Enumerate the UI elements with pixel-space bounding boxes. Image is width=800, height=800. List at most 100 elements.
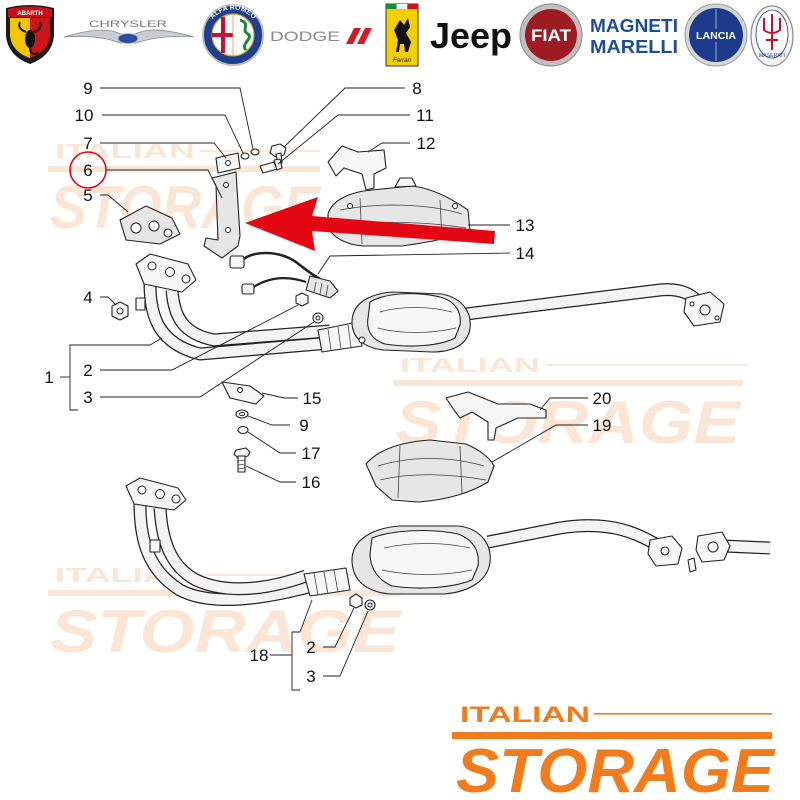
lower-tail-section-flange-bore	[707, 541, 719, 553]
callout-9-lower: 9	[299, 416, 308, 435]
leader-9-lower	[247, 415, 290, 426]
maserati-wordmark: MASERATI	[759, 53, 785, 59]
ferrari-stripe-green	[386, 4, 397, 9]
upper-downpipe-b-fill	[166, 289, 331, 346]
ferrari-stripe-red	[407, 4, 418, 9]
fiat-logo: FIAT	[519, 3, 583, 67]
watermark-middle: ITALIAN STORAGE	[393, 355, 746, 456]
gasket-5-port	[163, 228, 173, 238]
bracket-6	[203, 171, 241, 259]
chrysler-blue-seal	[117, 33, 139, 44]
callout-16: 16	[302, 473, 321, 492]
callout-7: 7	[83, 134, 92, 153]
bolt-11-head	[273, 158, 283, 171]
nut-2-upper	[295, 292, 309, 307]
leader-7	[100, 142, 227, 159]
callout-2-upper: 2	[83, 361, 92, 380]
callout-20: 20	[593, 389, 612, 408]
upper-manifold-flange-port	[147, 261, 157, 271]
leader-14	[317, 252, 511, 275]
upper-exhaust-assembly	[135, 253, 725, 361]
abarth-scorpion-body	[25, 30, 35, 48]
chrysler-wordmark: CHRYSLER	[89, 19, 168, 29]
callout-5: 5	[83, 186, 92, 205]
gasket-5-port	[130, 222, 142, 234]
washer-10	[240, 152, 250, 160]
washer-9-upper	[250, 148, 260, 156]
leader-2-lower	[323, 607, 355, 648]
lancia-logo: LANCIA	[684, 3, 748, 67]
lower-exhaust-assembly	[125, 477, 771, 611]
upper-rear-flange-bore	[699, 304, 711, 316]
watermark-top-left: ITALIAN STORAGE	[48, 141, 322, 241]
jeep-wordmark: Jeep	[430, 15, 512, 56]
maserati-trident-icon	[763, 14, 781, 50]
lambda-sensor-connector-2	[241, 283, 255, 295]
lower-tail-section-fill	[723, 540, 771, 554]
watermark-storage: STORAGE	[50, 598, 402, 665]
upper-downpipe-lug	[135, 297, 146, 311]
callout-1: 1	[44, 368, 53, 387]
abarth-scorpion-claws	[18, 21, 42, 56]
lower-flex-joint-ribs	[313, 569, 339, 596]
callout-4: 4	[83, 288, 92, 307]
upper-flex-joint-ribs	[327, 324, 352, 351]
magneti-marelli-logo: MAGNETI MARELLI	[590, 16, 678, 57]
lower-manifold-flange-port	[137, 485, 147, 495]
upper-downpipe-a-fill	[144, 283, 331, 360]
lambda-sensor-thread	[313, 281, 329, 297]
heat-shield-19-body	[365, 439, 495, 503]
bracket-12	[327, 145, 387, 191]
abarth-top-band	[8, 6, 52, 17]
lower-catalytic-converter-ridges	[381, 543, 473, 575]
lower-manifold-flange-port	[155, 489, 165, 499]
leader-18-bracket	[291, 599, 313, 691]
leader-8	[283, 87, 405, 148]
watermark-rule	[200, 150, 320, 152]
callout-11: 11	[416, 106, 434, 125]
alfa-romeo-cross-horizontal	[212, 33, 233, 37]
callout-17: 17	[302, 444, 321, 463]
nut-2-lower	[349, 593, 363, 609]
lancia-wordmark: LANCIA	[696, 31, 736, 42]
abarth-shield-yellow	[10, 18, 30, 58]
upper-catalytic-converter-probe-boss	[358, 336, 366, 344]
highlight-circle-callout-6	[69, 151, 107, 189]
leader-6	[106, 169, 223, 199]
watermark-bar	[48, 166, 320, 172]
fiat-wordmark: FIAT	[531, 26, 572, 45]
callout-9-upper: 9	[83, 79, 92, 98]
leader-3-upper	[100, 321, 315, 398]
lambda-sensor-cable	[239, 251, 323, 282]
leader-16	[245, 465, 296, 483]
leader-10	[102, 114, 244, 154]
leader-2-upper	[100, 304, 299, 371]
heat-shield-19	[365, 439, 495, 503]
washer-17	[237, 425, 249, 435]
lower-downpipe-lug	[149, 539, 161, 553]
lambda-sensor-body	[305, 275, 339, 299]
plate-7-hole	[225, 160, 231, 166]
leader-17	[247, 431, 296, 454]
callout-6: 6	[83, 161, 92, 180]
callout-numbers: 9 8 10 11 7 12 6 5 13 14 4 1 2 3 15 9 17…	[44, 79, 611, 686]
upper-catalytic-converter-ridges	[377, 307, 457, 333]
upper-catalytic-converter-shield	[367, 293, 461, 347]
bolt-16-thread	[237, 459, 246, 470]
heat-shield-13-mount-hole	[452, 203, 458, 209]
brand-logo-storage: STORAGE	[456, 737, 776, 800]
upper-rear-flange-bolt-hole	[689, 301, 695, 307]
leader-5	[100, 194, 129, 213]
heat-shield-13-ribs	[335, 197, 467, 245]
leader-20	[539, 397, 588, 411]
lower-downpipe-b-fill	[154, 507, 308, 594]
lower-rear-flange-bore	[660, 546, 670, 556]
ring-3-lower-bore	[367, 602, 373, 608]
dodge-stripe-2	[357, 28, 372, 44]
lower-flex-joint	[303, 567, 351, 597]
ferrari-stripe-white	[396, 4, 408, 9]
upper-rear-flange-bolt-hole	[714, 315, 720, 321]
ring-3-upper-bore	[315, 315, 321, 321]
leader-12	[367, 142, 410, 153]
